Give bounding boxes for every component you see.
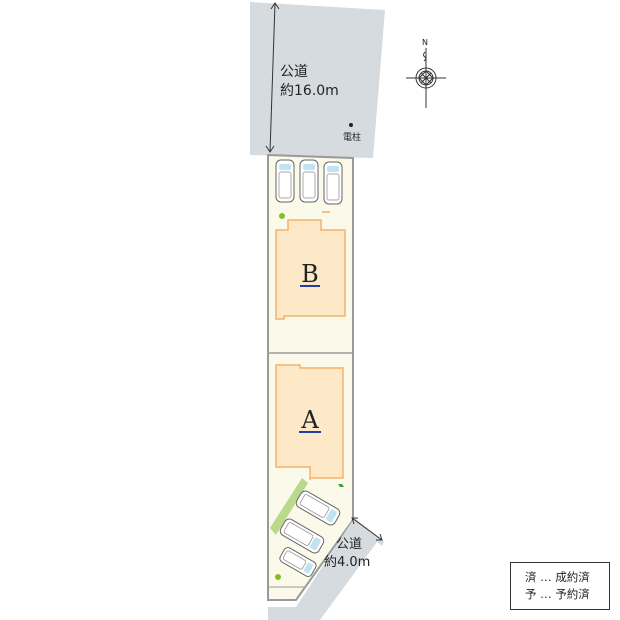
- utility-pole-icon: [349, 123, 353, 127]
- green-strip: [270, 478, 308, 535]
- north-road-dimension-arrow: [265, 2, 280, 153]
- car-icon: [323, 161, 343, 205]
- utility-pole-label: 電柱: [343, 131, 361, 143]
- south-road-label-1: 公道: [336, 537, 362, 552]
- building-a: [275, 364, 344, 479]
- compass-icon: [406, 48, 446, 108]
- north-road-label-2: 約16.0m: [280, 83, 339, 99]
- tree-icon: [275, 574, 281, 580]
- lot-a-label: A: [300, 406, 319, 434]
- south-road-dimension-arrow: [351, 517, 383, 541]
- tree-icon: [279, 213, 285, 219]
- south-road: [268, 520, 380, 620]
- car-icon: [279, 547, 317, 577]
- parking-south: [279, 490, 341, 577]
- legend: 済 … 成約済 予 … 予約済: [510, 562, 610, 610]
- lot-b-label: B: [301, 260, 319, 288]
- north-road-label-1: 公道: [280, 64, 308, 80]
- car-icon: [275, 159, 295, 203]
- north-road: [250, 2, 385, 158]
- building-b: [275, 219, 346, 320]
- legend-item-reserved: 予 … 予約済: [525, 587, 590, 601]
- legend-item-contracted: 済 … 成約済: [525, 570, 590, 584]
- south-road-label-2: 約4.0m: [324, 555, 370, 570]
- car-icon: [279, 518, 325, 554]
- compass-north-label: N: [422, 38, 428, 47]
- car-icon: [299, 159, 319, 203]
- car-icon: [295, 490, 341, 526]
- plant-icon: [338, 484, 344, 487]
- parking-north: [275, 159, 343, 205]
